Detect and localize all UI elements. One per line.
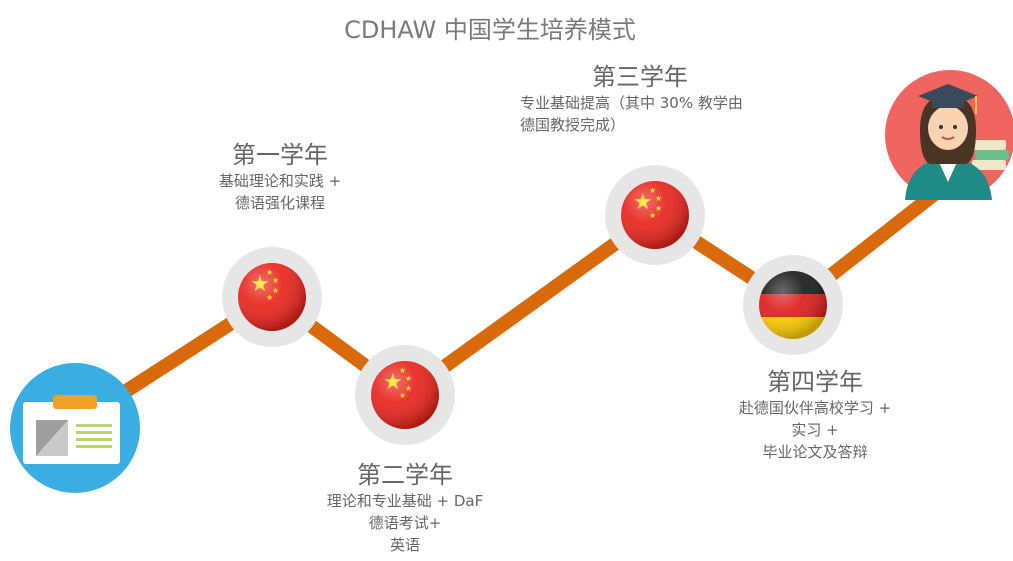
- year-1-title: 第一学年: [232, 141, 328, 169]
- graduate-icon: [885, 70, 1013, 200]
- year-3-block: 第三学年 专业基础提高（其中 30% 教学由 德国教授完成）: [520, 62, 820, 136]
- year-4-block: 第四学年 赴德国伙伴高校学习 + 实习 + 毕业论文及答辩: [700, 367, 930, 463]
- id-card-icon: [10, 363, 140, 493]
- year-2-desc: 理论和专业基础 + DaF 德语考试+ 英语: [326, 492, 484, 554]
- china-flag-icon: ★ ★ ★ ★ ★: [355, 345, 455, 445]
- year-2-block: 第二学年 理论和专业基础 + DaF 德语考试+ 英语: [290, 460, 520, 556]
- china-flag-icon: ★ ★ ★ ★ ★: [222, 247, 322, 347]
- year-4-desc: 赴德国伙伴高校学习 + 实习 + 毕业论文及答辩: [738, 399, 892, 461]
- year-4-title: 第四学年: [767, 368, 863, 396]
- china-flag-icon: ★ ★ ★ ★ ★: [605, 165, 705, 265]
- germany-flag-icon: [743, 255, 843, 355]
- year-1-block: 第一学年 基础理论和实践 + 德语强化课程: [180, 140, 380, 214]
- year-1-desc: 基础理论和实践 + 德语强化课程: [218, 172, 342, 212]
- year-3-title: 第三学年: [592, 63, 688, 91]
- year-3-desc: 专业基础提高（其中 30% 教学由 德国教授完成）: [520, 94, 743, 134]
- year-2-title: 第二学年: [357, 461, 453, 489]
- page-title: CDHAW 中国学生培养模式: [344, 16, 636, 44]
